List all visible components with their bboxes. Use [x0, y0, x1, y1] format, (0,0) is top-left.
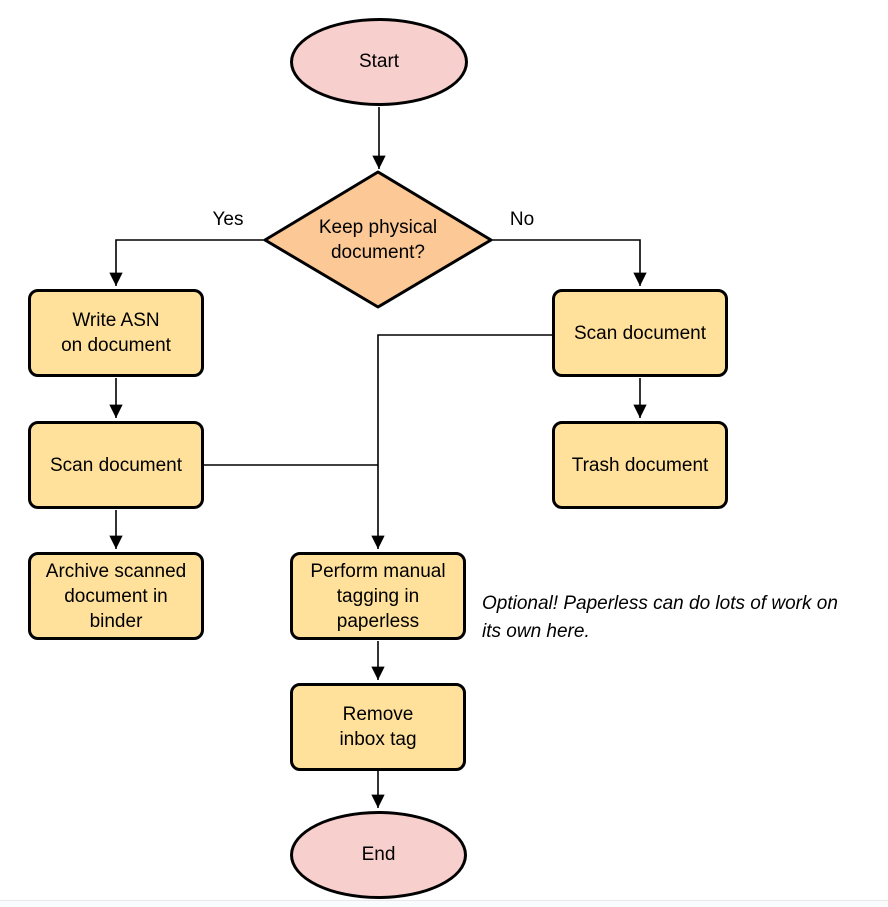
node-scan-document-left: Scan document	[28, 421, 204, 509]
node-start: Start	[290, 18, 468, 106]
node-decision-label: Keep physical document?	[318, 217, 438, 263]
bottom-strip	[0, 901, 888, 907]
node-write-asn-label: Write ASN on document	[61, 310, 171, 356]
node-remove-inbox-tag-label: Remove inbox tag	[339, 704, 417, 750]
bottom-divider	[0, 900, 888, 901]
node-scan-document-right: Scan document	[552, 289, 728, 377]
edge-decision-scanright	[491, 239, 647, 286]
edge-decision-writeasn	[109, 239, 265, 286]
node-trash-document: Trash document	[552, 421, 728, 509]
node-remove-inbox-tag: Remove inbox tag	[290, 683, 466, 771]
node-start-label: Start	[358, 51, 400, 72]
node-scan-document-right-label: Scan document	[573, 322, 707, 344]
annotation-optional: Optional! Paperless can do lots of work …	[482, 593, 838, 642]
edge-scanright-tagging	[371, 334, 552, 549]
node-end: End	[290, 811, 467, 899]
node-manual-tagging-label: Perform manual tagging in paperless	[310, 560, 446, 632]
node-trash-document-label: Trash document	[571, 454, 709, 476]
node-archive-binder: Archive scanned document in binder	[28, 552, 204, 640]
node-scan-document-left-label: Scan document	[49, 454, 183, 476]
node-manual-tagging: Perform manual tagging in paperless	[290, 552, 466, 640]
edge-label-no: No	[507, 209, 537, 230]
edge-label-yes: Yes	[210, 209, 246, 230]
node-decision: Keep physical document?	[271, 183, 485, 297]
node-archive-binder-label: Archive scanned document in binder	[45, 560, 187, 632]
node-end-label: End	[361, 844, 396, 865]
node-write-asn: Write ASN on document	[28, 289, 204, 377]
